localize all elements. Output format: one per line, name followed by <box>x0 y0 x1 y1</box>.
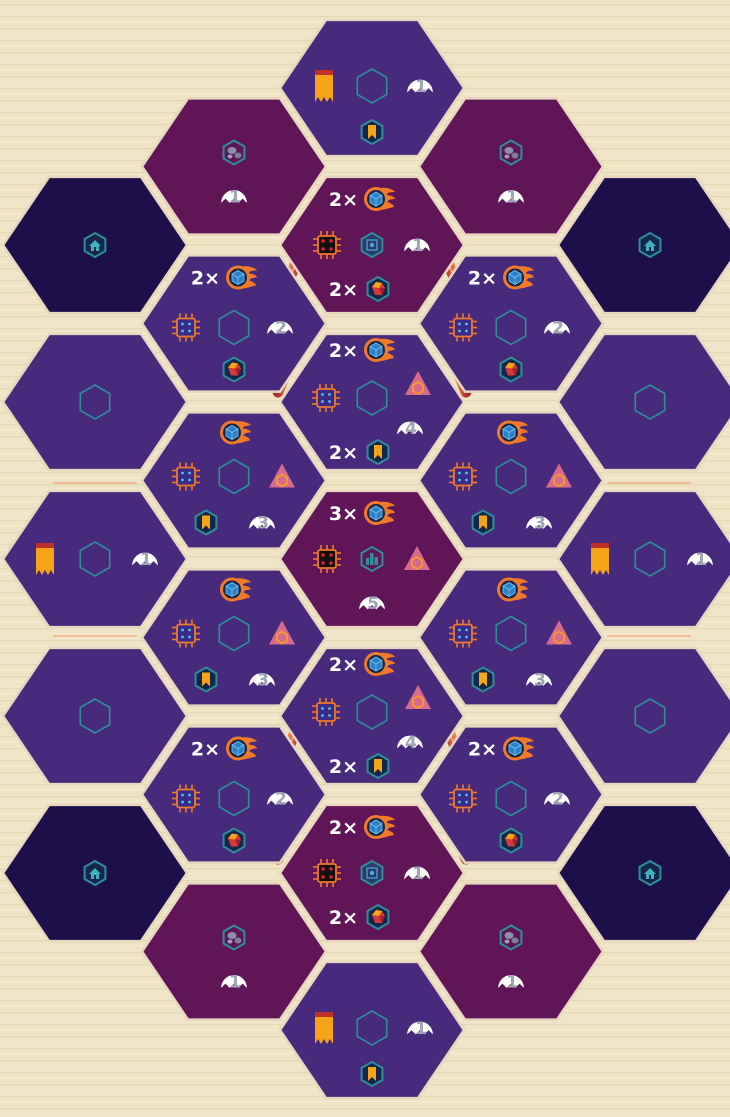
multiplier-label: 2× <box>191 739 220 761</box>
comet-cube-icon <box>503 266 534 290</box>
comet-cube-icon <box>364 338 395 362</box>
multiplier-label: 3× <box>329 503 358 525</box>
crystal-icon <box>501 358 522 382</box>
comet-cube-icon <box>503 737 534 761</box>
level-badge-number: 2 <box>275 319 287 339</box>
home-icon <box>640 861 661 885</box>
multiplier-label: 2× <box>329 756 358 778</box>
level-badge-number: 4 <box>405 733 417 753</box>
bookmark-icon <box>473 668 494 692</box>
home-icon <box>85 233 106 257</box>
crystal-icon <box>368 277 389 301</box>
multiplier-label: 2× <box>329 817 358 839</box>
level-badge-number: 2 <box>275 790 287 810</box>
multiplier-label: 2× <box>468 268 497 290</box>
level-badge-number: 3 <box>257 671 269 691</box>
comet-cube-icon <box>226 737 257 761</box>
level-badge-number: 3 <box>534 514 546 534</box>
multiplier-label: 2× <box>329 189 358 211</box>
level-badge-number: 3 <box>257 514 269 534</box>
crystal-icon <box>501 829 522 853</box>
level-badge-number: 1 <box>412 236 424 256</box>
bookmark-icon <box>362 1062 383 1086</box>
level-badge-number: 3 <box>534 671 546 691</box>
tech-icon <box>362 233 383 257</box>
bookmark-icon <box>368 440 389 464</box>
comet-cube-icon <box>220 578 251 602</box>
level-badge-number: 5 <box>367 594 379 614</box>
level-badge-number: 2 <box>552 790 564 810</box>
level-badge-number: 1 <box>506 188 518 208</box>
comet-cube-icon <box>364 815 395 839</box>
multiplier-label: 2× <box>329 340 358 362</box>
level-badge-number: 1 <box>506 973 518 993</box>
level-badge-number: 1 <box>415 1019 427 1039</box>
bookmark-icon <box>362 120 383 144</box>
comet-cube-icon <box>497 421 528 445</box>
multiplier-label: 2× <box>329 279 358 301</box>
bookmark-icon <box>473 511 494 535</box>
bookmark-icon <box>196 511 217 535</box>
multiplier-label: 2× <box>329 907 358 929</box>
level-badge-number: 1 <box>229 973 241 993</box>
tech-icon <box>362 861 383 885</box>
comet-cube-icon <box>220 421 251 445</box>
level-badge-number: 1 <box>140 550 152 570</box>
comet-cube-icon <box>364 501 395 525</box>
comet-cube-icon <box>364 652 395 676</box>
home-icon <box>85 861 106 885</box>
multiplier-label: 2× <box>329 442 358 464</box>
comet-cube-icon <box>226 266 257 290</box>
crystal-icon <box>224 829 245 853</box>
comet-cube-icon <box>364 187 395 211</box>
bookmark-icon <box>196 668 217 692</box>
level-badge-number: 1 <box>412 864 424 884</box>
level-badge-number: 4 <box>405 419 417 439</box>
crystal-icon <box>224 358 245 382</box>
crystal-icon <box>368 905 389 929</box>
comet-cube-icon <box>497 578 528 602</box>
level-badge-number: 2 <box>552 319 564 339</box>
multiplier-label: 2× <box>329 654 358 676</box>
home-icon <box>640 233 661 257</box>
multiplier-label: 2× <box>468 739 497 761</box>
level-badge-number: 1 <box>415 77 427 97</box>
multiplier-label: 2× <box>191 268 220 290</box>
level-badge-number: 1 <box>229 188 241 208</box>
level-badge-number: 1 <box>695 550 707 570</box>
bookmark-icon <box>368 754 389 778</box>
